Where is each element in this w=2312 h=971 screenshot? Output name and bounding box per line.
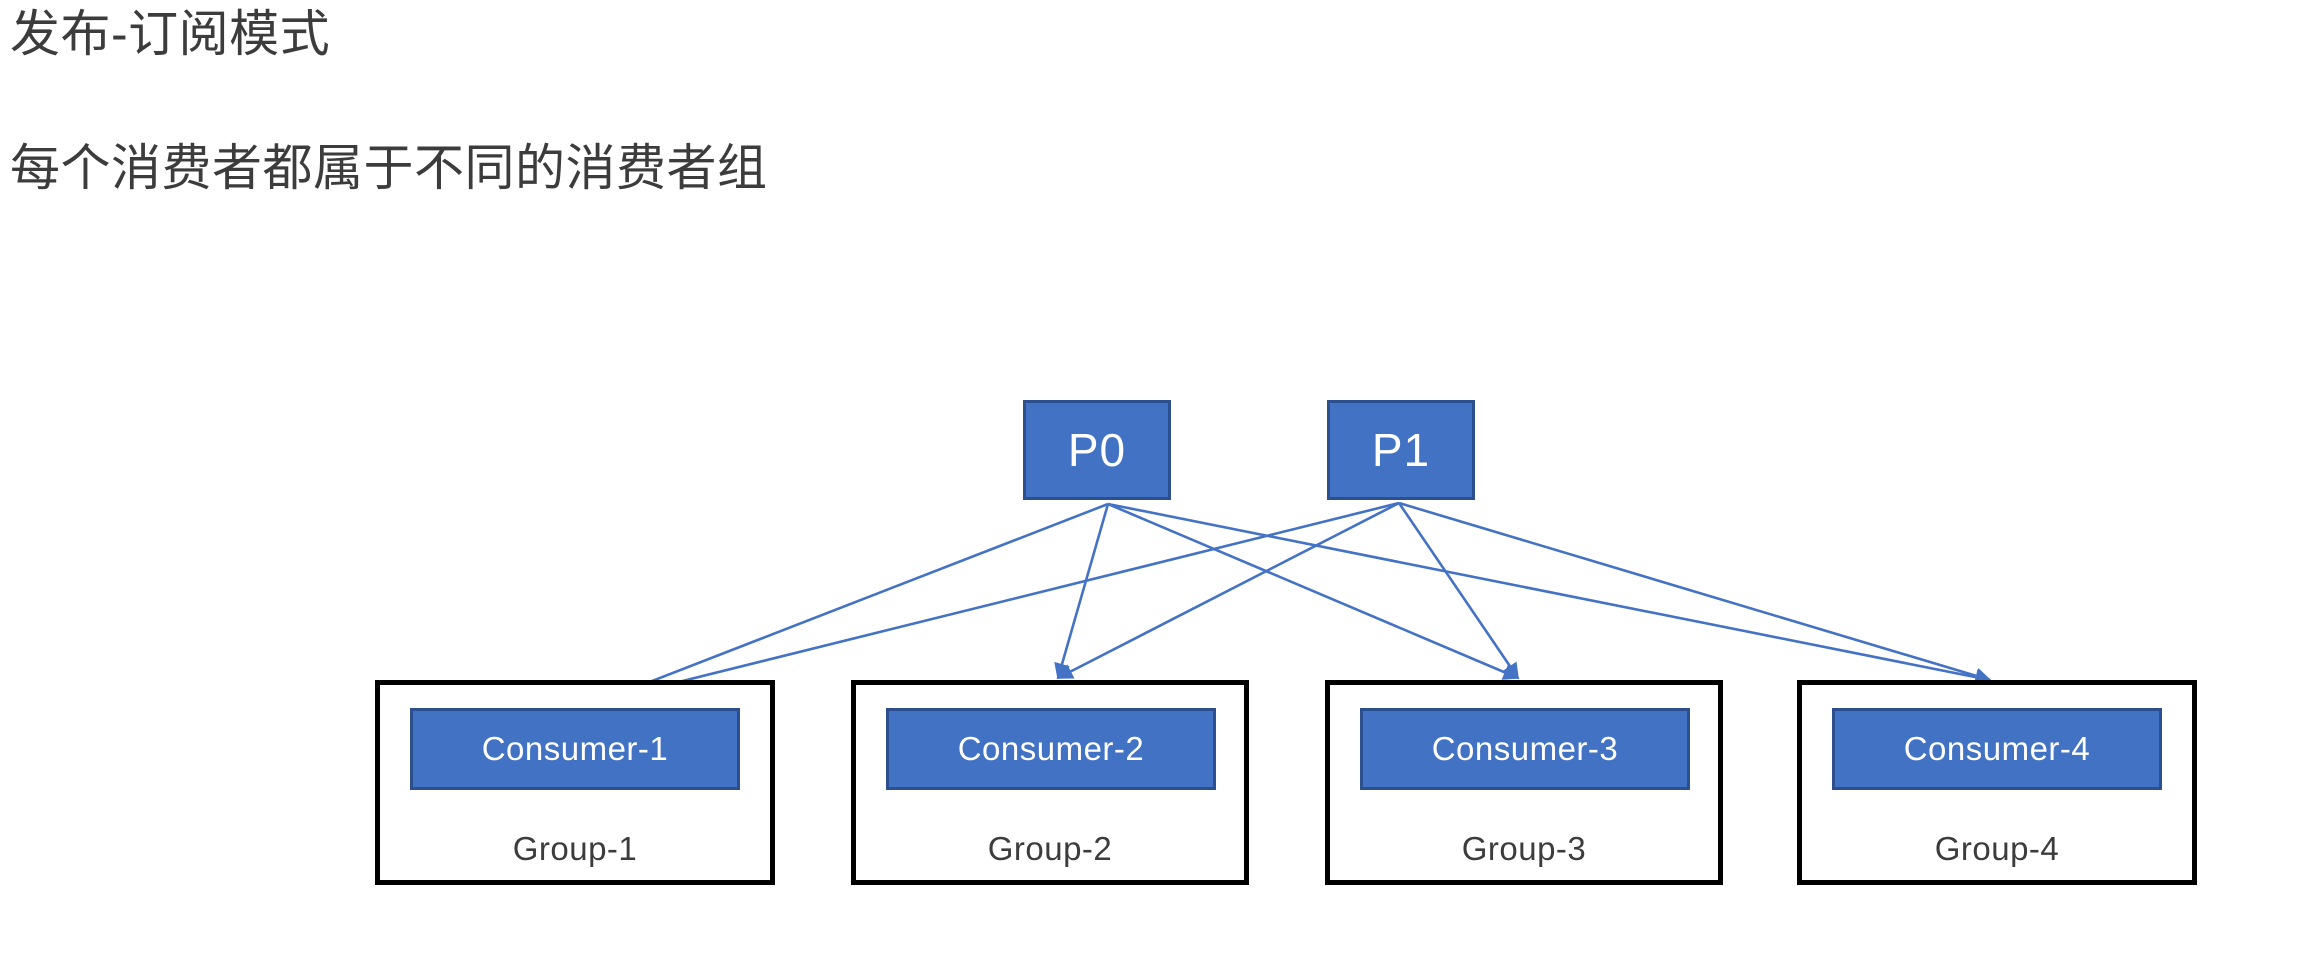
group-label-g3: Group-3 bbox=[1461, 830, 1587, 867]
consumer-box-g4[interactable]: Consumer-4 bbox=[1832, 708, 2162, 790]
publisher-box-p0[interactable]: P0 bbox=[1023, 400, 1171, 500]
consumer-box-g2[interactable]: Consumer-2 bbox=[886, 708, 1216, 790]
connector-p1-to-g1 bbox=[596, 501, 1400, 707]
connector-p0-to-g4 bbox=[1107, 502, 1992, 686]
connector-p1-to-g4 bbox=[1398, 501, 1992, 684]
connector-p0-to-g1 bbox=[596, 502, 1109, 705]
publisher-label: P0 bbox=[1067, 424, 1127, 476]
consumer-box-g3[interactable]: Consumer-3 bbox=[1360, 708, 1690, 790]
consumer-label: Consumer-3 bbox=[1431, 730, 1619, 767]
consumer-label: Consumer-2 bbox=[957, 730, 1145, 767]
page-title: 发布-订阅模式 bbox=[10, 6, 331, 62]
publisher-label: P1 bbox=[1371, 424, 1431, 476]
page-subtitle: 每个消费者都属于不同的消费者组 bbox=[10, 140, 768, 196]
consumer-label: Consumer-1 bbox=[481, 730, 669, 767]
consumer-box-g1[interactable]: Consumer-1 bbox=[410, 708, 740, 790]
consumer-label: Consumer-4 bbox=[1903, 730, 2091, 767]
group-label-g1: Group-1 bbox=[512, 830, 638, 867]
connector-p1-to-g3 bbox=[1397, 502, 1520, 680]
connector-p1-to-g2 bbox=[1056, 501, 1400, 680]
connector-p0-to-g2 bbox=[1054, 503, 1110, 680]
group-label-g2: Group-2 bbox=[987, 830, 1113, 867]
group-label-g4: Group-4 bbox=[1934, 830, 2060, 867]
publisher-box-p1[interactable]: P1 bbox=[1327, 400, 1475, 500]
connector-p0-to-g3 bbox=[1107, 502, 1520, 680]
